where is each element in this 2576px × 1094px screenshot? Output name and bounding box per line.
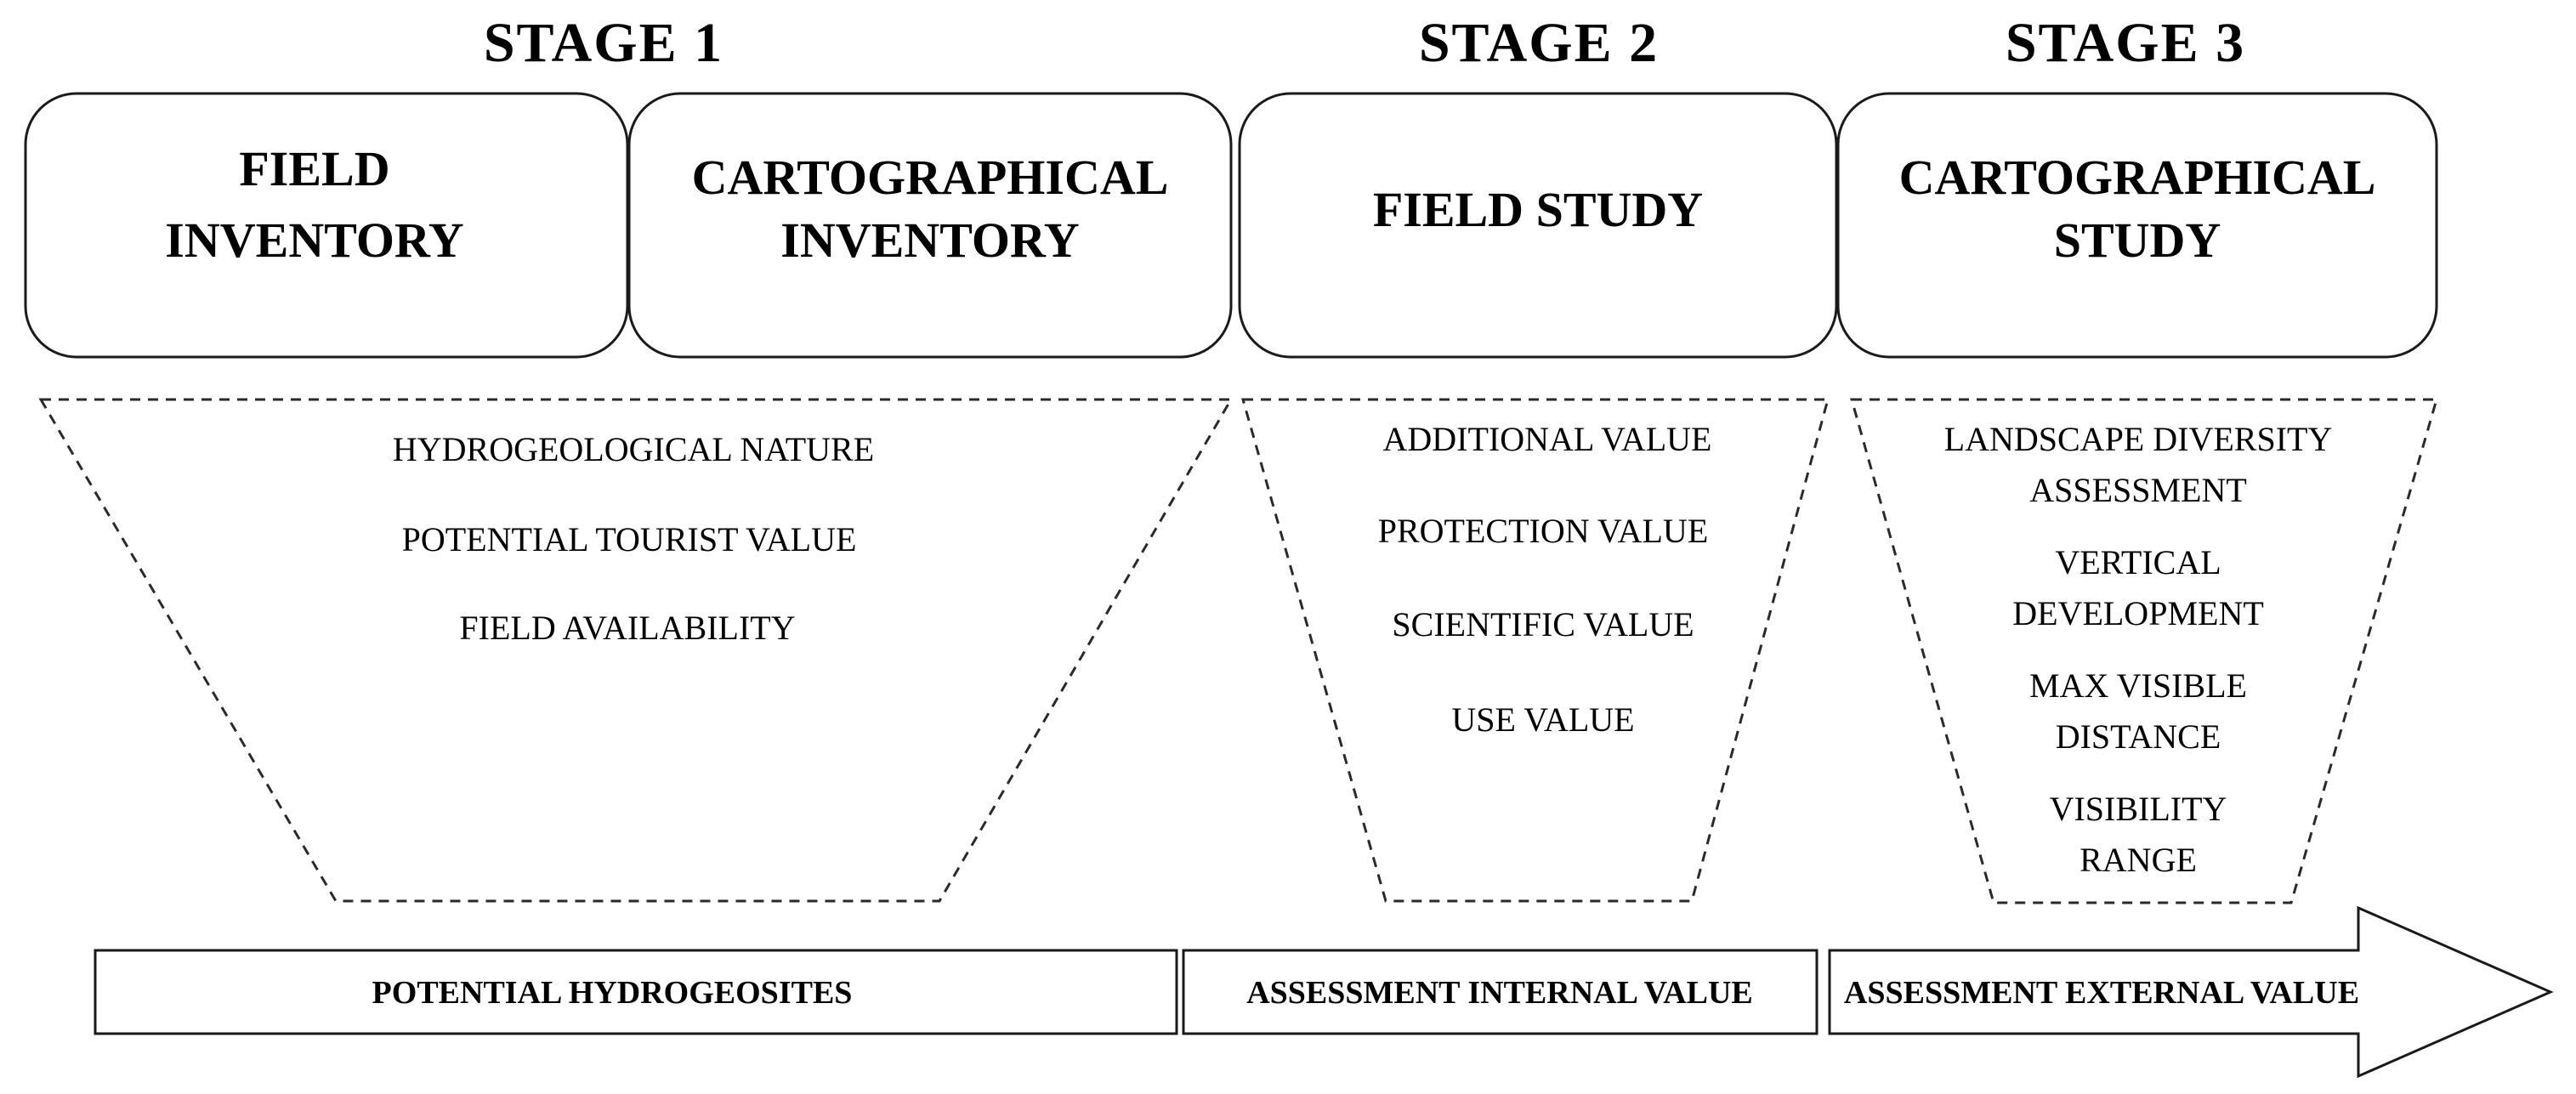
stage-3-item-vertical-development-line-1: VERTICAL <box>2055 543 2221 581</box>
box-field-study: FIELD STUDY <box>1238 92 1838 359</box>
stage-2-funnel <box>1241 398 1830 903</box>
box-field-inventory-line-1: FIELD <box>239 141 389 196</box>
stage-3-title: STAGE 3 <box>2006 12 2245 74</box>
stage-3-item-visibility-range-line-1: VISIBILITY <box>2050 790 2227 828</box>
stage-2-item-additional-value: ADDITIONAL VALUE <box>1383 420 1712 458</box>
band-potential-hydrogeosites: POTENTIAL HYDROGEOSITES <box>94 949 1178 1035</box>
box-cartographical-study-line-2: STUDY <box>2054 213 2221 268</box>
band-assessment-external-value-arrow: ASSESSMENT EXTERNAL VALUE <box>1828 905 2554 1079</box>
band-assessment-internal-value-label: ASSESSMENT INTERNAL VALUE <box>1246 975 1753 1011</box>
band-potential-hydrogeosites-label: POTENTIAL HYDROGEOSITES <box>372 975 853 1011</box>
box-cartographical-inventory-line-1: CARTOGRAPHICAL <box>692 150 1169 205</box>
box-cartographical-inventory-line-2: INVENTORY <box>780 213 1079 268</box>
box-field-study-line-1: FIELD STUDY <box>1373 182 1703 237</box>
stage-1-title: STAGE 1 <box>484 12 723 74</box>
stage-3-item-max-visible-distance-line-2: DISTANCE <box>2056 717 2221 756</box>
stage-1-item-field-availability: FIELD AVAILABILITY <box>459 609 795 647</box>
box-cartographical-study-line-1: CARTOGRAPHICAL <box>1899 150 2376 205</box>
stage-1-item-potential-tourist-value: POTENTIAL TOURIST VALUE <box>402 520 857 558</box>
box-field-inventory: FIELD INVENTORY <box>24 92 629 359</box>
stage-3-item-landscape-diversity-line-2: ASSESSMENT <box>2029 471 2247 509</box>
stage-3-item-visibility-range-line-2: RANGE <box>2080 841 2197 879</box>
stage-3-item-max-visible-distance-line-1: MAX VISIBLE <box>2029 666 2247 705</box>
stage-3-item-landscape-diversity-line-1: LANDSCAPE DIVERSITY <box>1944 420 2333 458</box>
stage-1-item-hydrogeological-nature: HYDROGEOLOGICAL NATURE <box>393 430 874 468</box>
stage-1-funnel <box>38 398 1234 903</box>
stage-2-title: STAGE 2 <box>1419 12 1659 74</box>
stage-3-item-vertical-development-line-2: DEVELOPMENT <box>2012 594 2264 632</box>
stage-2-item-use-value: USE VALUE <box>1451 700 1634 739</box>
box-field-inventory-line-2: INVENTORY <box>165 213 463 268</box>
box-cartographical-study: CARTOGRAPHICAL STUDY <box>1836 92 2438 359</box>
stage-2-item-scientific-value: SCIENTIFIC VALUE <box>1392 605 1694 643</box>
box-cartographical-inventory: CARTOGRAPHICAL INVENTORY <box>627 92 1233 359</box>
band-assessment-internal-value: ASSESSMENT INTERNAL VALUE <box>1182 949 1819 1035</box>
band-assessment-external-value-label: ASSESSMENT EXTERNAL VALUE <box>1844 975 2359 1011</box>
stage-3-funnel <box>1850 398 2438 904</box>
stage-2-item-protection-value: PROTECTION VALUE <box>1378 512 1709 550</box>
